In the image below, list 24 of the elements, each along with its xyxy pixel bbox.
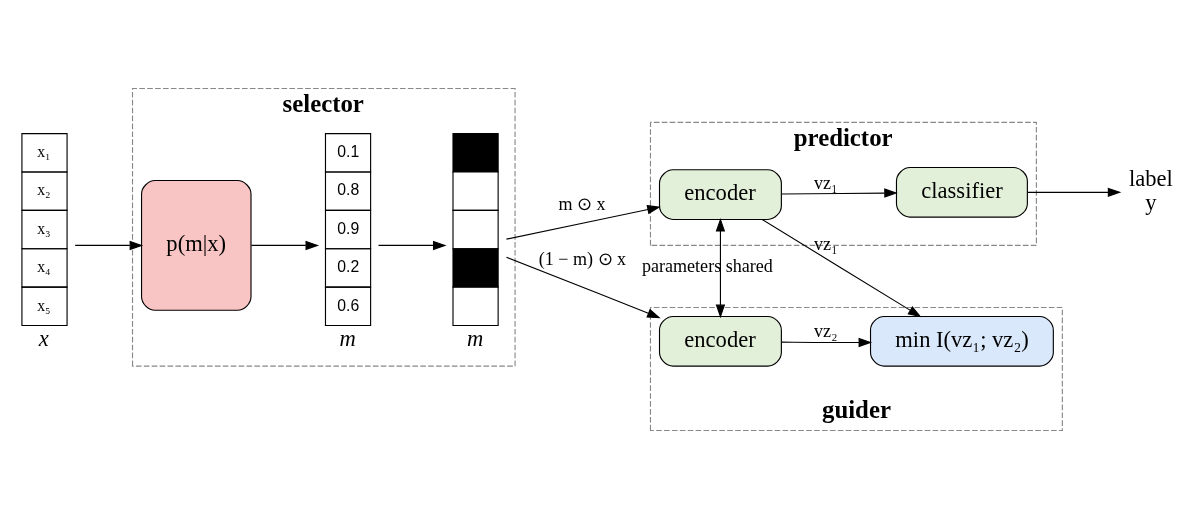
arrow <box>250 240 320 251</box>
node-box: p(m|x) <box>141 179 252 311</box>
node-box: encoder <box>658 169 782 220</box>
edge-label: m ⊙ x <box>558 194 606 215</box>
arrow <box>377 240 447 251</box>
node-box: min I(vz₁; vz₂) <box>869 315 1054 367</box>
node-box: encoder <box>658 315 782 367</box>
edge-label: (1 − m) ⊙ x <box>538 249 627 270</box>
arrow <box>715 217 726 319</box>
arrow <box>74 240 144 251</box>
node-label: m <box>339 325 356 351</box>
node-label: m <box>467 325 484 351</box>
edge-label: parameters shared <box>642 256 773 277</box>
edge-label: vz₁ <box>814 172 838 193</box>
arrow <box>781 188 898 198</box>
node-label: x <box>38 325 49 351</box>
arrow <box>505 256 661 319</box>
arrow <box>761 218 922 318</box>
arrow <box>1027 187 1122 198</box>
node-text: label y <box>1128 165 1173 216</box>
arrow <box>505 205 661 240</box>
node-box: classifier <box>895 166 1028 218</box>
arrow <box>781 337 873 348</box>
edge-label: vz₂ <box>814 320 838 341</box>
